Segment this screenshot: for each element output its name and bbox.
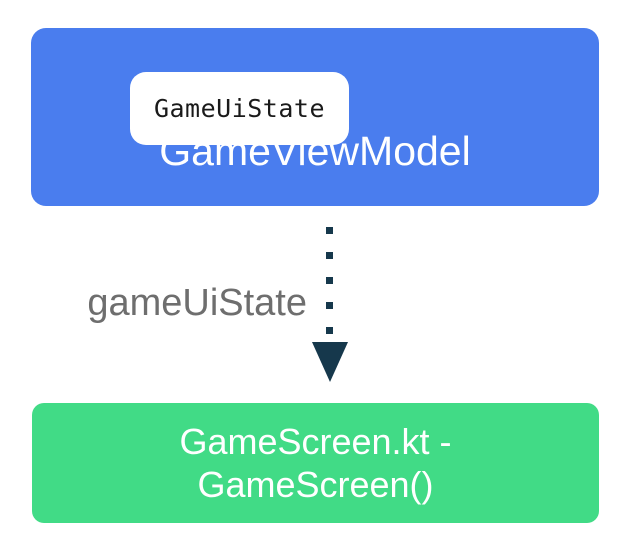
arrow-dot [326, 277, 333, 284]
viewmodel-box: GameUiState [31, 28, 599, 206]
arrow-label: gameUiState [87, 282, 307, 324]
arrow-dot [326, 327, 333, 334]
screen-box-label-line1: GameScreen.kt - [179, 421, 452, 462]
screen-box-label-line2: GameScreen() [197, 464, 434, 505]
arrow-dot [326, 302, 333, 309]
arrow-dot [326, 252, 333, 259]
uistate-chip: GameUiState [130, 72, 349, 145]
dotted-arrow-line [326, 227, 333, 334]
screen-box: GameScreen.kt - GameScreen() [32, 403, 599, 523]
arrow-dot [326, 227, 333, 234]
arrow-head-icon [312, 342, 348, 382]
viewmodel-box-label: GameViewModel [159, 128, 471, 174]
